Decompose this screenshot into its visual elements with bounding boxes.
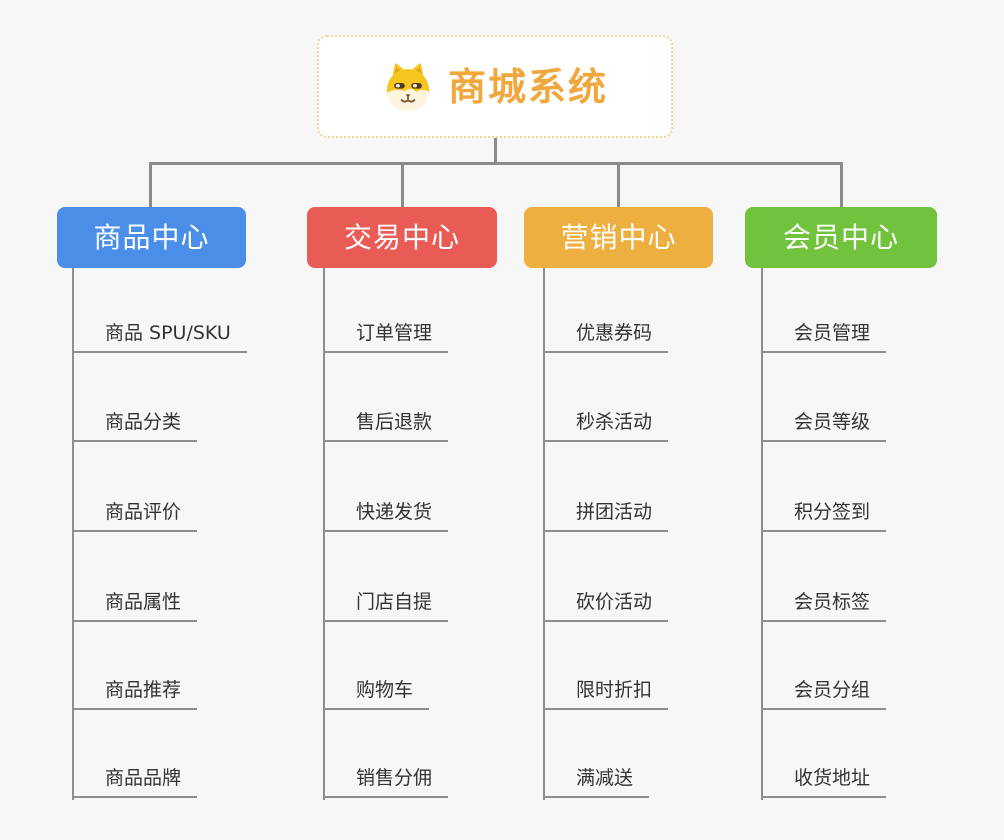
branch-node-1[interactable]: 商品中心 bbox=[57, 207, 246, 268]
leaf-item[interactable]: 购物车 bbox=[323, 679, 430, 710]
leaf-item[interactable]: 会员分组 bbox=[761, 679, 887, 710]
leaf-item[interactable]: 快递发货 bbox=[323, 501, 449, 532]
leaf-item[interactable]: 门店自提 bbox=[323, 591, 449, 622]
leaf-item[interactable]: 满减送 bbox=[543, 767, 650, 798]
root-title: 商城系统 bbox=[447, 64, 608, 109]
dog-icon bbox=[386, 62, 430, 111]
leaf-item[interactable]: 优惠券码 bbox=[543, 322, 669, 353]
leaf-item[interactable]: 商品评价 bbox=[72, 501, 198, 532]
root-node[interactable]: 商城系统 bbox=[317, 35, 673, 138]
connector-root-stub bbox=[494, 138, 497, 164]
leaf-item[interactable]: 商品推荐 bbox=[72, 679, 198, 710]
connector-branch-drop bbox=[149, 162, 152, 207]
branch-node-3[interactable]: 营销中心 bbox=[524, 207, 713, 268]
leaf-item[interactable]: 销售分佣 bbox=[323, 767, 449, 798]
leaf-item[interactable]: 拼团活动 bbox=[543, 501, 669, 532]
connector-branch-drop bbox=[617, 162, 620, 207]
column-connector-line bbox=[761, 268, 763, 800]
leaf-item[interactable]: 售后退款 bbox=[323, 411, 449, 442]
leaf-item[interactable]: 商品 SPU/SKU bbox=[72, 322, 247, 353]
leaf-item[interactable]: 积分签到 bbox=[761, 501, 887, 532]
leaf-item[interactable]: 会员标签 bbox=[761, 591, 887, 622]
connector-branch-drop bbox=[401, 162, 404, 207]
leaf-item[interactable]: 商品品牌 bbox=[72, 767, 198, 798]
leaf-item[interactable]: 订单管理 bbox=[323, 322, 449, 353]
connector-bus bbox=[149, 162, 843, 165]
branch-node-4[interactable]: 会员中心 bbox=[745, 207, 937, 268]
branch-node-2[interactable]: 交易中心 bbox=[307, 207, 497, 268]
column-connector-line bbox=[72, 268, 74, 800]
leaf-item[interactable]: 会员等级 bbox=[761, 411, 887, 442]
leaf-item[interactable]: 会员管理 bbox=[761, 322, 887, 353]
connector-branch-drop bbox=[840, 162, 843, 207]
column-connector-line bbox=[323, 268, 325, 800]
leaf-item[interactable]: 商品分类 bbox=[72, 411, 198, 442]
leaf-item[interactable]: 砍价活动 bbox=[543, 591, 669, 622]
leaf-item[interactable]: 秒杀活动 bbox=[543, 411, 669, 442]
leaf-item[interactable]: 限时折扣 bbox=[543, 679, 669, 710]
leaf-item[interactable]: 收货地址 bbox=[761, 767, 887, 798]
leaf-item[interactable]: 商品属性 bbox=[72, 591, 198, 622]
column-connector-line bbox=[543, 268, 545, 800]
